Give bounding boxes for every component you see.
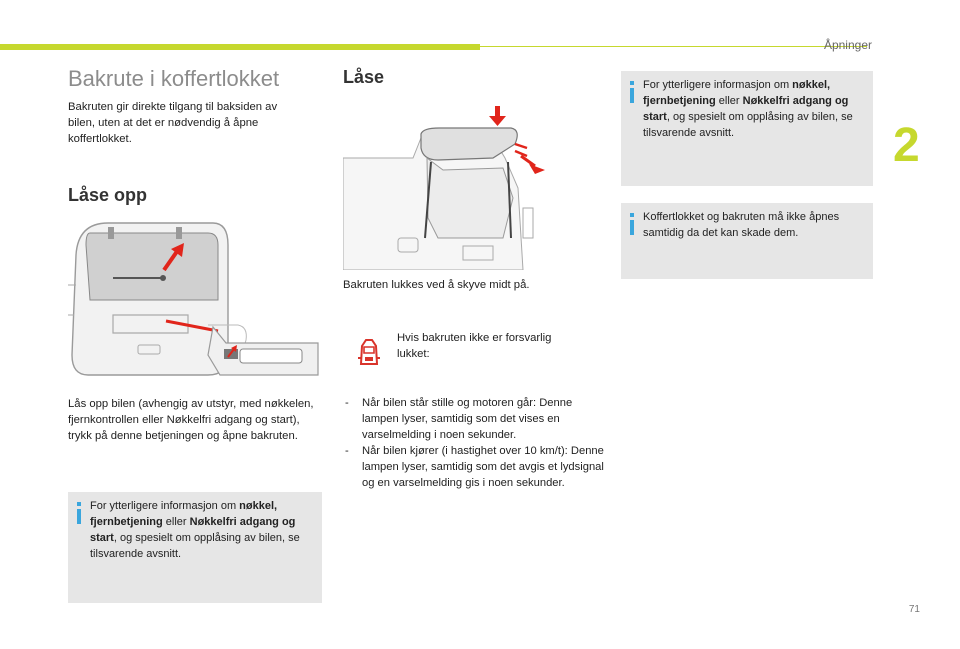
warning-intro-text: Hvis bakruten ikke er forsvarlig lukket: (397, 332, 552, 360)
rear-window-warning-icon (358, 339, 380, 365)
section-title: Bakrute i koffertlokket (68, 66, 280, 91)
info-box-keys-right: For ytterligere informasjon om nøkkel, f… (621, 71, 873, 186)
warning-list: Når bilen står stille og motoren går: De… (343, 395, 605, 491)
list-item: Når bilen kjører (i hastighet over 10 km… (343, 443, 605, 491)
chapter-number: 2 (893, 119, 920, 172)
page-number: 71 (908, 604, 920, 615)
info-box-caution: Koffertlokket og bakruten må ikke åpnes … (621, 203, 873, 279)
lock-illustration (343, 98, 553, 270)
info-icon (627, 213, 637, 235)
chapter-title: Åpninger (823, 38, 872, 52)
close-text: Bakruten lukkes ved å skyve midt på. (343, 279, 530, 291)
unlock-heading: Låse opp (68, 185, 148, 205)
unlock-text: Lås opp bilen (avhengig av utstyr, med n… (68, 398, 314, 442)
top-rule (480, 46, 867, 47)
info-box-keys-left: For ytterligere informasjon om nøkkel, f… (68, 492, 322, 603)
unlock-illustration (68, 215, 322, 380)
info-icon (74, 502, 84, 524)
intro-text: Bakruten gir direkte tilgang til bakside… (68, 101, 278, 145)
lock-heading: Låse (343, 67, 385, 87)
top-accent-bar (0, 44, 480, 50)
info-icon (627, 81, 637, 103)
list-item: Når bilen står stille og motoren går: De… (343, 395, 605, 443)
